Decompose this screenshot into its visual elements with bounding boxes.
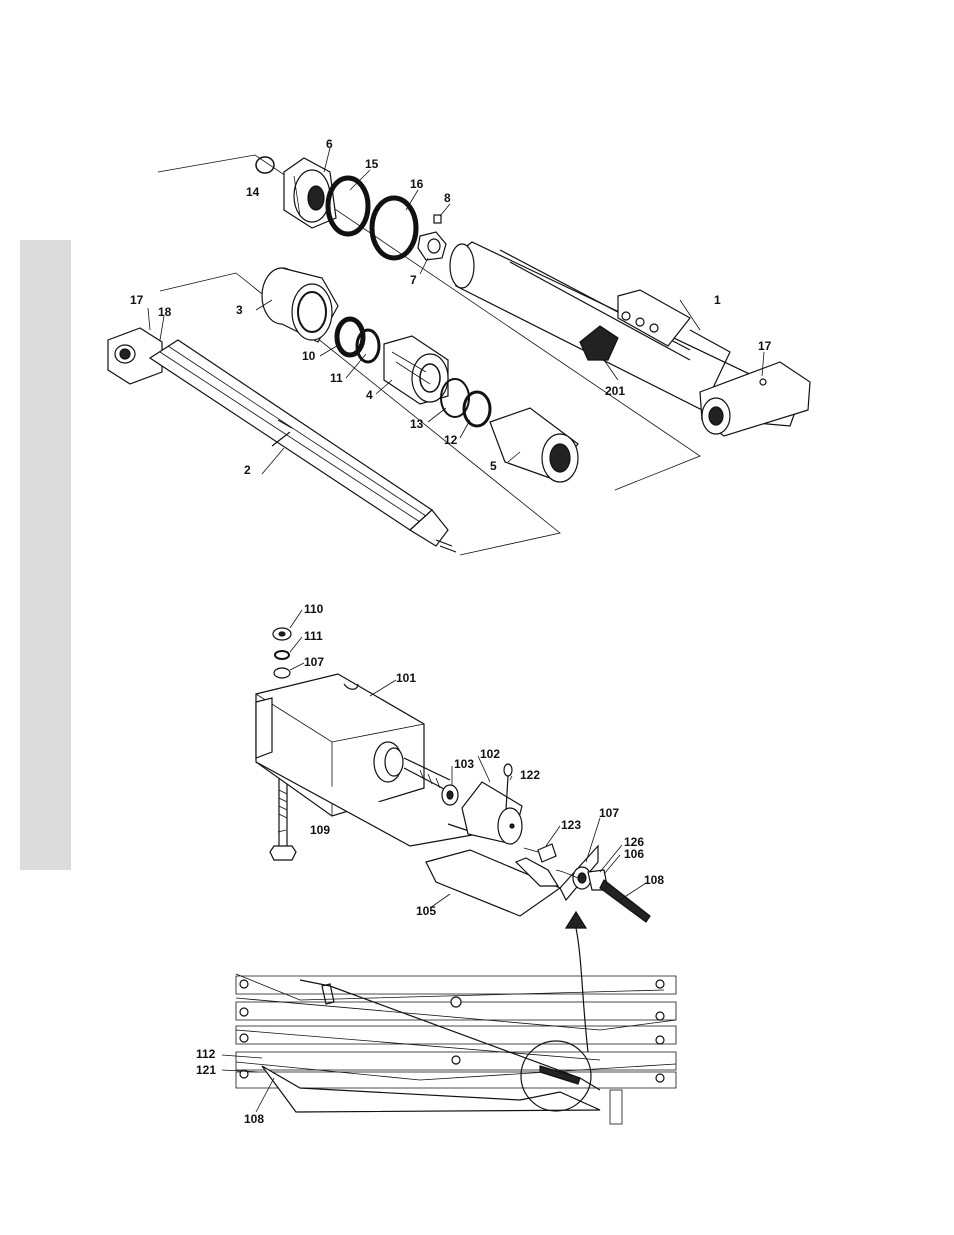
callout-106: 106 [624, 847, 644, 861]
callout-15: 15 [365, 157, 379, 171]
actuator-102 [462, 782, 522, 844]
callout-105: 105 [416, 904, 436, 918]
callout-17-rod: 17 [130, 293, 144, 307]
callout-7: 7 [410, 273, 417, 287]
callout-111: 111 [304, 629, 323, 643]
callout-10: 10 [302, 349, 316, 363]
callout-103: 103 [454, 757, 474, 771]
callout-4: 4 [366, 388, 373, 402]
callout-12: 12 [444, 433, 458, 447]
callout-201: 201 [605, 384, 625, 398]
callout-2: 2 [244, 463, 251, 477]
hardware-stack [273, 628, 291, 678]
bracket-105 [426, 846, 598, 916]
plane-outline-lower [160, 273, 560, 555]
callout-123: 123 [561, 818, 581, 832]
callout-11: 11 [330, 371, 343, 385]
callout-6: 6 [326, 137, 333, 151]
switch-assembly: 110 111 107 101 102 103 122 109 123 107 … [256, 602, 664, 1052]
callout-108-cable: 108 [644, 873, 664, 887]
callout-110: 110 [304, 602, 324, 616]
connector-123 [538, 844, 556, 862]
callout-3: 3 [236, 303, 243, 317]
callout-109: 109 [310, 823, 330, 837]
cylinder-barrel [450, 242, 810, 436]
detail-arrowhead [566, 912, 586, 928]
cylinder-assembly: 6 14 15 16 8 7 1 17 201 17 18 3 10 11 4 … [108, 137, 810, 555]
callout-108-lower: 108 [244, 1112, 264, 1126]
callout-16: 16 [410, 177, 424, 191]
callout-18: 18 [158, 305, 172, 319]
piston [384, 336, 448, 404]
callout-102: 102 [480, 747, 500, 761]
callout-5: 5 [490, 459, 497, 473]
gland-nut [262, 268, 338, 342]
switch-body [256, 674, 478, 846]
detail-arrow [576, 928, 588, 1052]
callout-13: 13 [410, 417, 424, 431]
callout-14: 14 [246, 185, 260, 199]
callout-8: 8 [444, 191, 451, 205]
callout-112: 112 [196, 1047, 216, 1061]
callout-101: 101 [396, 671, 416, 685]
hex-nut [418, 232, 446, 260]
sleeve [490, 408, 578, 482]
scissor-stack: 112 121 108 [196, 974, 676, 1126]
ring-14 [256, 157, 274, 173]
callout-107-top: 107 [304, 655, 324, 669]
ring-12 [464, 392, 490, 426]
callout-17-barrel: 17 [758, 339, 772, 353]
callout-122: 122 [520, 768, 540, 782]
callout-1: 1 [714, 293, 721, 307]
callout-107-cable: 107 [599, 806, 619, 820]
callout-121: 121 [196, 1063, 216, 1077]
small-fitting-8 [434, 215, 441, 223]
